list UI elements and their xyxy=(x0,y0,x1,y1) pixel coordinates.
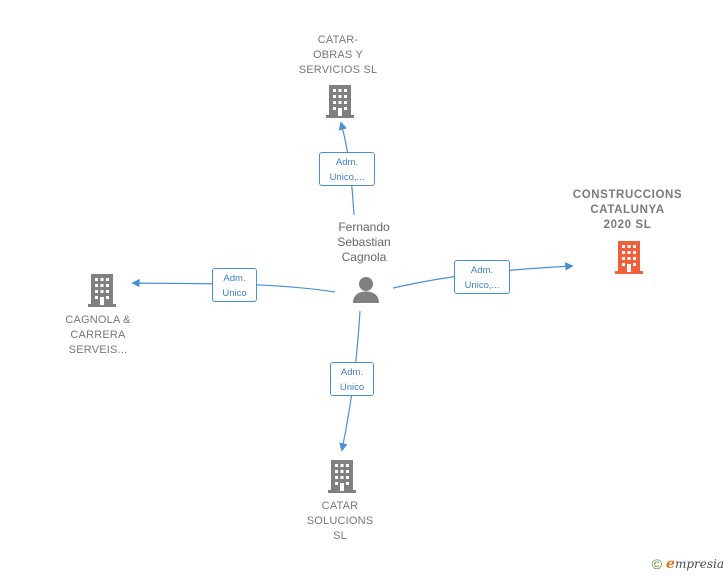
building-icon-highlighted[interactable] xyxy=(613,240,645,275)
empresia-logo[interactable]: empresia xyxy=(666,556,724,572)
building-icon[interactable] xyxy=(326,459,358,494)
edge-label-left[interactable]: Adm. Unico xyxy=(212,268,257,302)
copyright-footer: © empresia xyxy=(652,556,724,572)
company-name-catar-solucions[interactable]: CATAR SOLUCIONS SL xyxy=(306,500,374,542)
copyright-symbol: © xyxy=(651,556,663,572)
company-name-catar-obras[interactable]: CATAR- OBRAS Y SERVICIOS SL xyxy=(298,34,378,76)
company-name-construccions-catalunya[interactable]: CONSTRUCCIONS CATALUNYA 2020 SL xyxy=(572,189,683,231)
person-name[interactable]: Fernando Sebastian Cagnola xyxy=(337,220,391,264)
edge-label-top[interactable]: Adm. Unico,... xyxy=(319,152,375,186)
company-name-cagnola-carrera[interactable]: CAGNOLA & CARRERA SERVEIS... xyxy=(65,314,131,356)
person-icon[interactable] xyxy=(351,274,381,304)
building-icon[interactable] xyxy=(324,84,356,119)
edge-label-right[interactable]: Adm. Unico,... xyxy=(454,260,510,294)
building-icon[interactable] xyxy=(86,273,118,308)
edge-label-bottom[interactable]: Adm. Unico xyxy=(330,362,374,396)
